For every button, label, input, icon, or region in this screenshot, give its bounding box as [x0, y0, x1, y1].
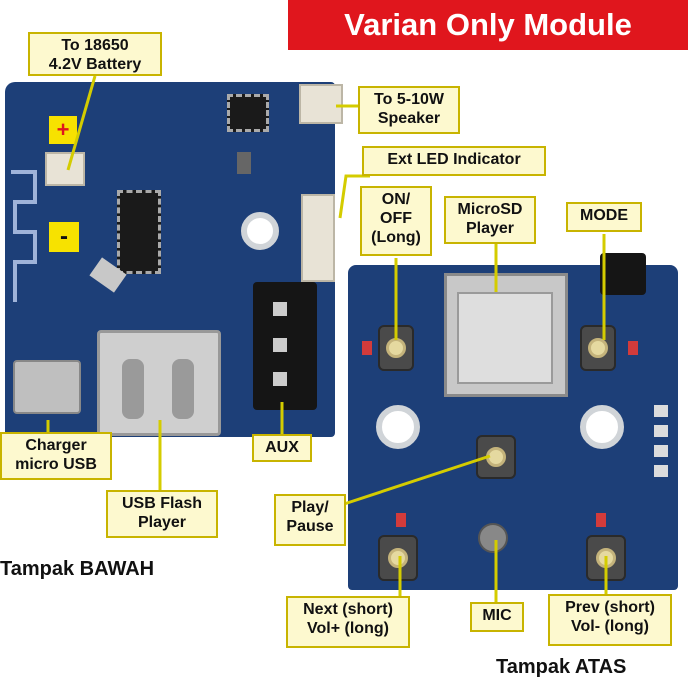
label-speaker-line1: To 5-10W — [374, 91, 444, 108]
mounting-hole-right — [580, 405, 624, 449]
label-next: Next (short) Vol+ (long) — [286, 596, 410, 648]
label-onoff-line2: OFF — [380, 210, 412, 227]
caption-bottom-view: Tampak BAWAH — [0, 558, 155, 580]
led-bottom-right — [596, 513, 606, 527]
label-mic-text: MIC — [482, 607, 512, 624]
mounting-hole — [241, 212, 279, 250]
label-speaker: To 5-10W Speaker — [358, 86, 460, 134]
label-prev: Prev (short) Vol- (long) — [548, 594, 672, 646]
label-onoff-line3: (Long) — [371, 229, 421, 246]
mounting-hole-left — [376, 405, 420, 449]
label-ext-led: Ext LED Indicator — [362, 146, 546, 176]
label-ext-led-text: Ext LED Indicator — [387, 151, 521, 168]
label-usb-line2: Player — [137, 514, 187, 531]
pcb-bottom-view: + - — [5, 82, 343, 437]
led-bottom-left — [396, 513, 406, 527]
label-play-line2: Pause — [286, 518, 334, 535]
label-charger: Charger micro USB — [0, 432, 112, 480]
microsd-slot — [444, 273, 568, 397]
pcb-top-view — [348, 253, 678, 590]
label-microsd-line1: MicroSD — [457, 201, 523, 218]
label-mic: MIC — [470, 602, 524, 632]
top-audio-jack — [600, 253, 646, 295]
minus-symbol: - — [60, 223, 68, 250]
label-next-line2: Vol+ (long) — [307, 620, 389, 637]
plus-symbol: + — [56, 117, 70, 142]
chip-ic-amp — [227, 94, 269, 132]
pad-column — [654, 405, 668, 485]
label-charger-line1: Charger — [25, 437, 87, 454]
prev-button[interactable] — [586, 535, 626, 581]
mode-button[interactable] — [580, 325, 616, 371]
usb-a-port — [97, 330, 221, 436]
banner-title: Varian Only Module — [344, 7, 632, 42]
title-banner: Varian Only Module — [288, 0, 688, 50]
label-next-line1: Next (short) — [303, 601, 393, 618]
label-onoff-line1: ON/ — [381, 191, 411, 208]
label-aux-text: AUX — [265, 439, 299, 456]
label-speaker-line2: Speaker — [377, 110, 441, 127]
speaker-connector — [299, 84, 343, 124]
led-right — [628, 341, 638, 355]
label-charger-line2: micro USB — [15, 456, 97, 473]
label-play-line1: Play/ — [291, 499, 329, 516]
onoff-button[interactable] — [378, 325, 414, 371]
label-battery: To 18650 4.2V Battery — [28, 32, 162, 76]
antenna-trace-icon — [11, 170, 37, 302]
label-aux: AUX — [252, 434, 312, 462]
battery-plus-marker: + — [49, 116, 77, 144]
label-usb-line1: USB Flash — [121, 495, 202, 512]
chip-ic-main — [117, 190, 161, 274]
aux-jack — [253, 282, 317, 410]
label-prev-line1: Prev (short) — [565, 599, 655, 616]
label-onoff: ON/ OFF (Long) — [360, 186, 432, 256]
led-component — [237, 152, 251, 174]
mic-component — [478, 523, 508, 553]
label-microsd: MicroSD Player — [444, 196, 536, 244]
micro-usb-port — [13, 360, 81, 414]
ext-led-connector — [301, 194, 335, 282]
battery-minus-marker: - — [49, 222, 79, 252]
label-mode-text: MODE — [580, 207, 628, 224]
next-button[interactable] — [378, 535, 418, 581]
label-battery-line2: 4.2V Battery — [48, 56, 142, 73]
label-play-pause: Play/ Pause — [274, 494, 346, 546]
label-mode: MODE — [566, 202, 642, 232]
label-prev-line2: Vol- (long) — [571, 618, 649, 635]
battery-connector — [45, 152, 85, 186]
label-battery-line1: To 18650 — [61, 37, 129, 54]
led-left — [362, 341, 372, 355]
label-usb-flash: USB Flash Player — [106, 490, 218, 538]
caption-top-view: Tampak ATAS — [496, 656, 627, 678]
play-pause-button[interactable] — [476, 435, 516, 479]
label-microsd-line2: Player — [465, 220, 515, 237]
